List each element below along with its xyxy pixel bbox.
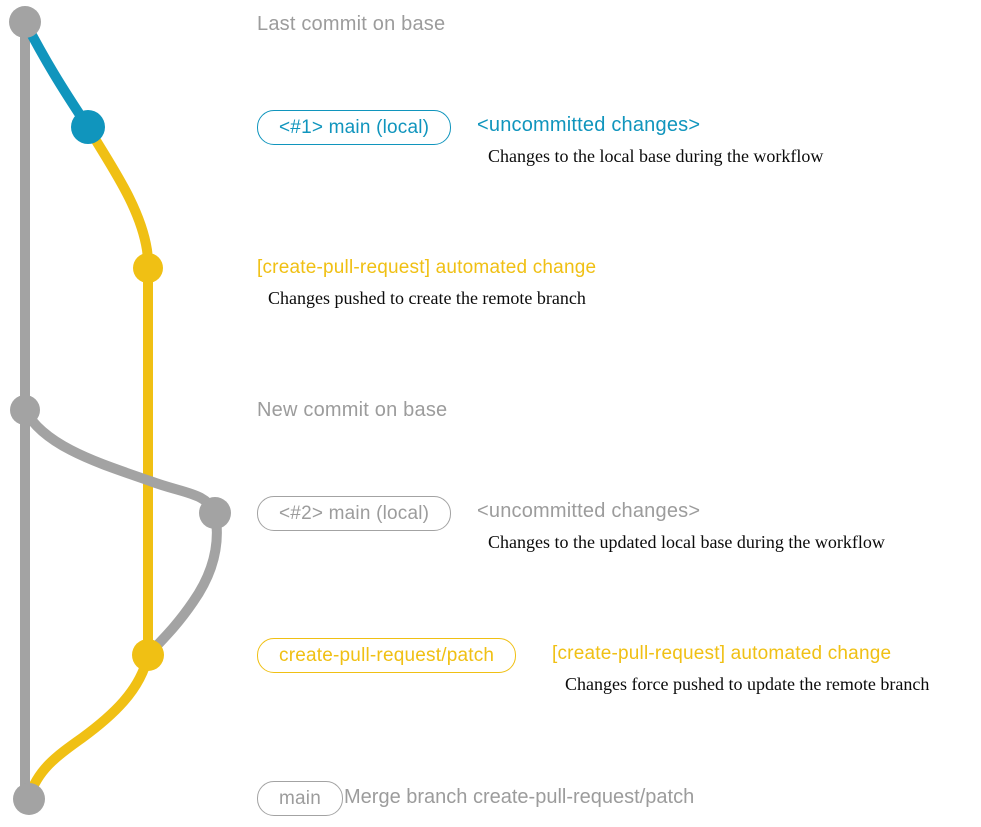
branch-badge-main-local-1: <#1> main (local) [257,110,452,145]
local-main2-to-patch-curve [143,508,222,660]
automated-change-heading-1: [create-pull-request] automated change [257,257,597,278]
last-commit-title: Last commit on base [257,13,446,35]
commit-dot-new-base [10,395,40,425]
branch-badge-main-local-2: <#2> main (local) [257,496,452,531]
commit-dot-automated-1 [133,253,163,283]
local-main1-branch-line-blue [20,17,93,132]
commit-dot-local-main-1 [71,110,105,144]
merge-commit-message: Merge branch create-pull-request/patch [344,786,695,808]
uncommitted-changes-status-2: <uncommitted changes> [477,500,701,522]
branch-badge-main: main [257,781,343,816]
new-commit-title: New commit on base [257,399,448,421]
commit-dot-automated-2 [132,639,164,671]
branch-badge-create-pull-request-patch: create-pull-request/patch [257,638,517,673]
automated-change-heading-2: [create-pull-request] automated change [552,643,892,664]
uncommitted-changes-status-1: <uncommitted changes> [477,114,701,136]
commit1-caption: Changes to the local base during the wor… [488,146,824,166]
commit-dot-last-base [9,6,41,38]
commit-dot-local-main-2 [199,497,231,529]
base-to-local-main2-curve [20,405,220,518]
push1-caption: Changes pushed to create the remote bran… [268,288,586,308]
push2-caption: Changes force pushed to update the remot… [565,674,930,694]
commit2-caption: Changes to the updated local base during… [488,532,885,552]
commit-dot-merge [13,783,45,815]
